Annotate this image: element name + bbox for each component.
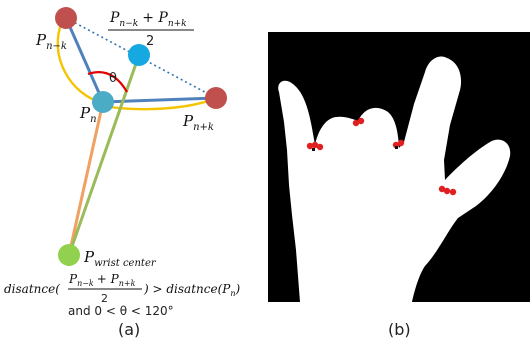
svg-text:disatnce(: disatnce(: [4, 282, 60, 296]
curve-nk-to-n: [56, 21, 104, 105]
label-p-wrist-center: Pwrist center: [83, 248, 157, 269]
marker: [357, 117, 365, 125]
panel-b-image: (b): [268, 32, 530, 339]
label-p-n-minus-k: Pn−k: [35, 31, 67, 52]
marker: [352, 119, 360, 127]
point-p-wrist-center: [58, 244, 80, 266]
caption-b: (b): [388, 320, 411, 339]
theta-arc: [87, 71, 128, 93]
point-p-n-minus-k: [55, 7, 77, 29]
midpoint-formula: Pn−k+ Pn+k 2: [108, 10, 194, 49]
line-mid-to-wrist: [67, 54, 141, 256]
svg-text:Pn−k+ Pn+k: Pn−k+ Pn+k: [68, 272, 136, 288]
svg-text:Pn−k+ Pn+k: Pn−k+ Pn+k: [109, 10, 187, 29]
marker: [449, 188, 457, 196]
marker: [397, 139, 405, 147]
caption-a: (a): [118, 320, 140, 339]
label-p-n: Pn: [79, 104, 97, 125]
hand-silhouette: [278, 56, 511, 302]
marker: [316, 143, 324, 151]
point-midpoint: [128, 44, 150, 66]
panel-a-diagram: Pn−k θ Pn Pn+k Pwrist center Pn−k+ Pn+k …: [4, 7, 240, 339]
marker: [306, 142, 314, 150]
label-p-n-plus-k: Pn+k: [182, 112, 214, 133]
svg-text:) > disatnce(Pn): ) > disatnce(Pn): [143, 282, 240, 298]
condition-formula: disatnce( Pn−k+ Pn+k 2 ) > disatnce(Pn) …: [4, 272, 240, 318]
marker: [438, 185, 446, 193]
point-p-n-plus-k: [205, 87, 227, 109]
svg-text:2: 2: [101, 292, 108, 305]
marker: [443, 187, 451, 195]
label-theta: θ: [109, 71, 117, 86]
condition-line-2: and 0 < θ < 120°: [68, 304, 174, 318]
line-nk-to-n: [64, 17, 105, 103]
svg-text:2: 2: [146, 34, 154, 49]
marker: [311, 141, 319, 149]
point-p-n: [92, 91, 114, 113]
line-n-to-npk: [102, 96, 217, 104]
fingertip-markers: [306, 117, 457, 196]
line-n-to-wrist: [67, 101, 105, 256]
